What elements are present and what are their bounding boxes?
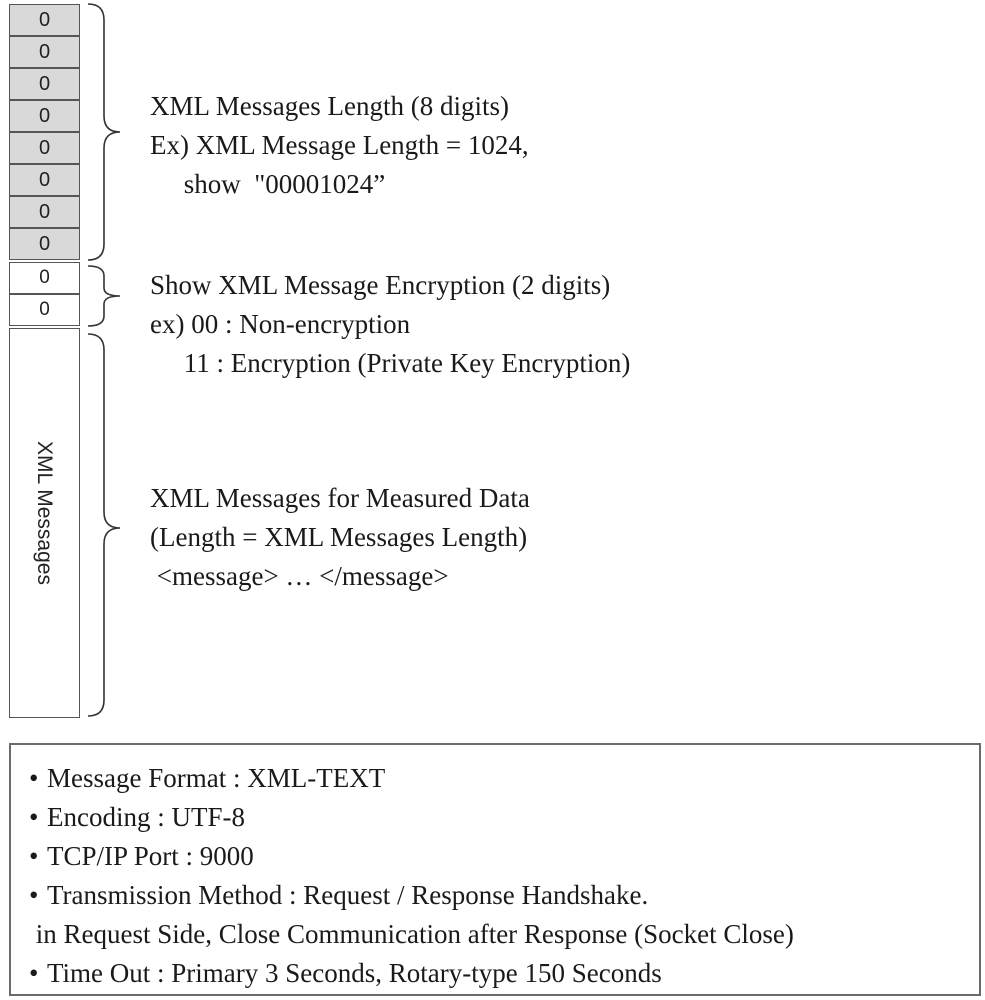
continuation-dash-right	[79, 620, 80, 660]
length-digit-cell: 0	[9, 100, 80, 132]
info-item-text: Message Format : XML-TEXT	[47, 763, 386, 793]
length-description: XML Messages Length (8 digits) Ex) XML M…	[150, 87, 529, 204]
encryption-desc-non: ex) 00 : Non-encryption	[150, 309, 411, 339]
messages-brace	[87, 333, 121, 717]
info-item: • Message Format : XML-TEXT	[29, 759, 979, 798]
continuation-dash-left	[9, 620, 10, 660]
info-item: • Encoding : UTF-8	[29, 798, 979, 837]
braces-layer	[87, 3, 121, 717]
length-digit-cell: 0	[9, 228, 80, 260]
messages-description: XML Messages for Measured Data (Length =…	[150, 479, 530, 596]
encryption-desc-title: Show XML Message Encryption (2 digits)	[150, 270, 611, 300]
messages-field	[9, 328, 80, 718]
length-digit-cell: 0	[9, 4, 80, 36]
length-desc-example: Ex) XML Message Length = 1024,	[150, 130, 529, 160]
info-item-text: TCP/IP Port : 9000	[47, 841, 254, 871]
length-digit-cell: 0	[9, 196, 80, 228]
info-item: • Time Out : Primary 3 Seconds, Rotary-ty…	[29, 954, 979, 993]
info-item: • TCP/IP Port : 9000	[29, 837, 979, 876]
length-digit-cell: 0	[9, 164, 80, 196]
bullet-icon: •	[29, 880, 39, 910]
length-desc-show: show "00001024”	[150, 169, 386, 199]
length-desc-title: XML Messages Length (8 digits)	[150, 91, 509, 121]
length-digit-cell: 0	[9, 68, 80, 100]
encryption-description: Show XML Message Encryption (2 digits) e…	[150, 266, 630, 383]
bullet-icon: •	[29, 958, 39, 988]
messages-desc-tag: <message> … </message>	[150, 561, 449, 591]
bullet-icon: •	[29, 841, 39, 871]
length-digit-cell: 0	[9, 36, 80, 68]
encryption-digit-cell: 0	[9, 294, 80, 326]
info-item-continuation: in Request Side, Close Communication aft…	[29, 915, 979, 954]
messages-desc-length: (Length = XML Messages Length)	[150, 522, 528, 552]
encryption-desc-private: 11 : Encryption (Private Key Encryption)	[150, 348, 631, 378]
info-item-text: Time Out : Primary 3 Seconds, Rotary-typ…	[47, 958, 662, 988]
encryption-brace	[87, 265, 121, 327]
protocol-info-box: • Message Format : XML-TEXT • Encoding : U…	[9, 743, 981, 996]
bullet-icon: •	[29, 802, 39, 832]
info-item-text: in Request Side, Close Communication aft…	[29, 919, 794, 949]
info-item: • Transmission Method : Request / Respons…	[29, 876, 979, 915]
length-brace	[87, 3, 121, 261]
length-digit-cell: 0	[9, 132, 80, 164]
info-item-text: Transmission Method : Request / Response…	[47, 880, 649, 910]
info-item-text: Encoding : UTF-8	[47, 802, 245, 832]
messages-desc-title: XML Messages for Measured Data	[150, 483, 530, 513]
encryption-digit-cell: 0	[9, 262, 80, 294]
bullet-icon: •	[29, 763, 39, 793]
protocol-info-list: • Message Format : XML-TEXT • Encoding : U…	[11, 745, 979, 993]
